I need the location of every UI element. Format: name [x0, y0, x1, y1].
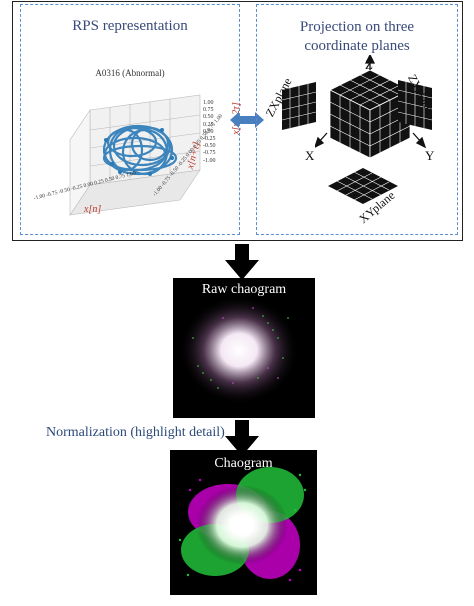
x-axis-label: x[n]	[84, 204, 102, 215]
raw-chaogram-image: Raw chaogram	[173, 278, 315, 418]
normalization-label: Normalization (highlight detail)	[46, 425, 225, 440]
zy-plane-grid	[398, 80, 433, 130]
cube-icon	[329, 69, 411, 159]
axis-z-label: Z	[365, 57, 373, 72]
chaogram-label: Chaogram	[214, 456, 273, 471]
plot-title: A0316 (Abnormal)	[95, 68, 165, 78]
zx-plane-grid	[282, 82, 317, 130]
projection-title: Projection on three coordinate planes	[299, 19, 415, 54]
double-arrow-icon	[230, 112, 264, 128]
axis-x-label: X	[305, 148, 315, 163]
down-arrow-icon	[225, 244, 259, 280]
projection-panel	[256, 4, 458, 235]
xy-plane-grid	[328, 168, 398, 204]
rps-title: RPS representation	[72, 18, 188, 34]
chaogram-image: Chaogram	[170, 450, 317, 595]
axes-arrows	[315, 55, 427, 149]
raw-chaogram-label: Raw chaogram	[201, 282, 287, 297]
axis-y-label: Y	[425, 148, 435, 163]
down-arrow-icon	[225, 420, 259, 456]
rps-3d-plot	[69, 94, 201, 216]
